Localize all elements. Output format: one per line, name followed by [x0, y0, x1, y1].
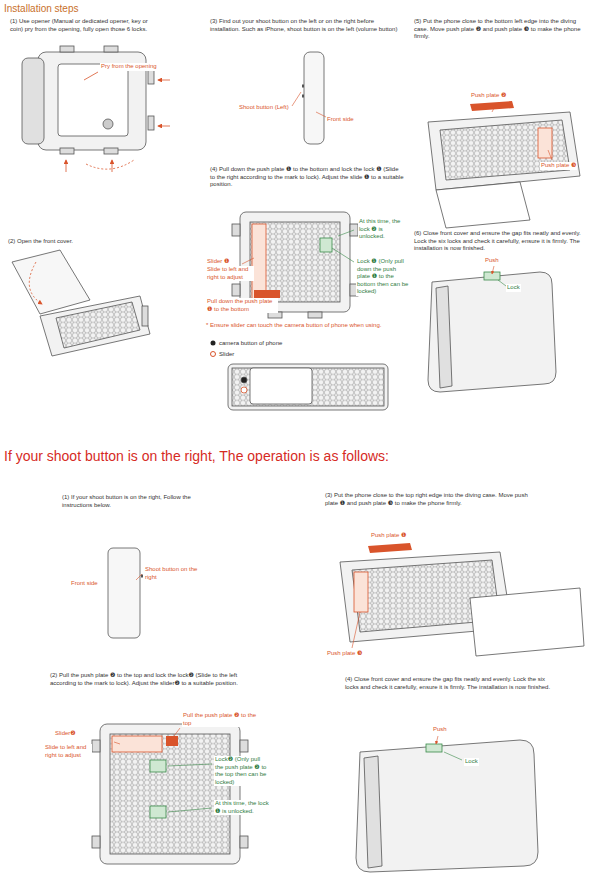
callout-label: Pry from the opening — [100, 63, 158, 71]
step-text: (1) Use opener (Manual or dedicated open… — [10, 18, 160, 33]
callout-label: At this time, the lock ❷ is unlocked. — [358, 218, 410, 241]
step-text: (4) Close front cover and ensure the gap… — [345, 676, 560, 691]
legend-text: camera button of phone — [219, 340, 282, 348]
closed-case-side — [356, 740, 538, 872]
slider-dot — [211, 352, 216, 357]
callout-label: Pull the push plate ❷ to the top — [182, 712, 264, 727]
tray-detail — [228, 364, 388, 410]
callout-label: Lock❷ (Only pull the push plate ❷ to the… — [214, 756, 270, 786]
step-text: (4) Pull down the push plate ❶ to the bo… — [210, 166, 405, 189]
page-title: Installation steps — [4, 3, 79, 16]
step-text: (2) Pull the push plate ❷ to the top and… — [50, 672, 260, 687]
callout-label: Shoot button on the right — [144, 566, 202, 581]
phone — [108, 548, 143, 638]
callout-label: Push — [484, 257, 500, 265]
callout-label: Push plate ❸ — [326, 650, 363, 658]
callout-label: Push plate ❷ — [470, 92, 507, 100]
step-text: (2) Open the front cover. — [8, 238, 73, 246]
callout-label: Front side — [326, 116, 355, 124]
step-text: (6) Close front cover and ensure the gap… — [414, 230, 589, 253]
callout-label: Slide to left and right to adjust — [206, 266, 254, 281]
step-text: (3) Put the phone close to the top right… — [325, 492, 535, 507]
camera-button-dot — [211, 341, 216, 346]
note: * Ensure slider can touch the camera but… — [206, 322, 381, 330]
callout-label: Push — [432, 726, 448, 734]
callout-label: Slider❷ — [54, 730, 77, 738]
step-text: (1) If your shoot button is on the right… — [62, 494, 222, 509]
callout-label: Front side — [70, 580, 99, 588]
callout-label: Slide to left and right to adjust — [44, 744, 92, 759]
callout-label: Slider ❶ — [206, 258, 230, 266]
step-text: (3) Find out your shoot button on the le… — [210, 18, 400, 33]
legend-text: Slider — [219, 351, 234, 359]
callout-label: Push plate ❶ — [370, 532, 407, 540]
closed-case-side — [428, 272, 556, 392]
callout-label: Pull down the push plate ❶ to the bottom — [206, 298, 278, 313]
case-with-phone — [428, 101, 580, 228]
callout-label: Lock — [506, 284, 521, 292]
callout-label: Lock ❶ (Only pull down the push plate ❶ … — [356, 258, 410, 296]
tray — [92, 724, 248, 864]
callout-label: Push plate ❸ — [540, 162, 577, 170]
phone — [302, 52, 324, 144]
open-case — [12, 250, 150, 356]
section-heading: If your shoot button is on the right, Th… — [4, 448, 389, 466]
case-with-phone — [340, 543, 584, 656]
callout-label: Lock — [464, 758, 479, 766]
callout-label: At this time, the lock ❶ is unlocked. — [214, 800, 270, 815]
step-text: (5) Put the phone close to the bottom le… — [414, 18, 589, 41]
callout-label: Shoot button (Left) — [238, 104, 290, 112]
